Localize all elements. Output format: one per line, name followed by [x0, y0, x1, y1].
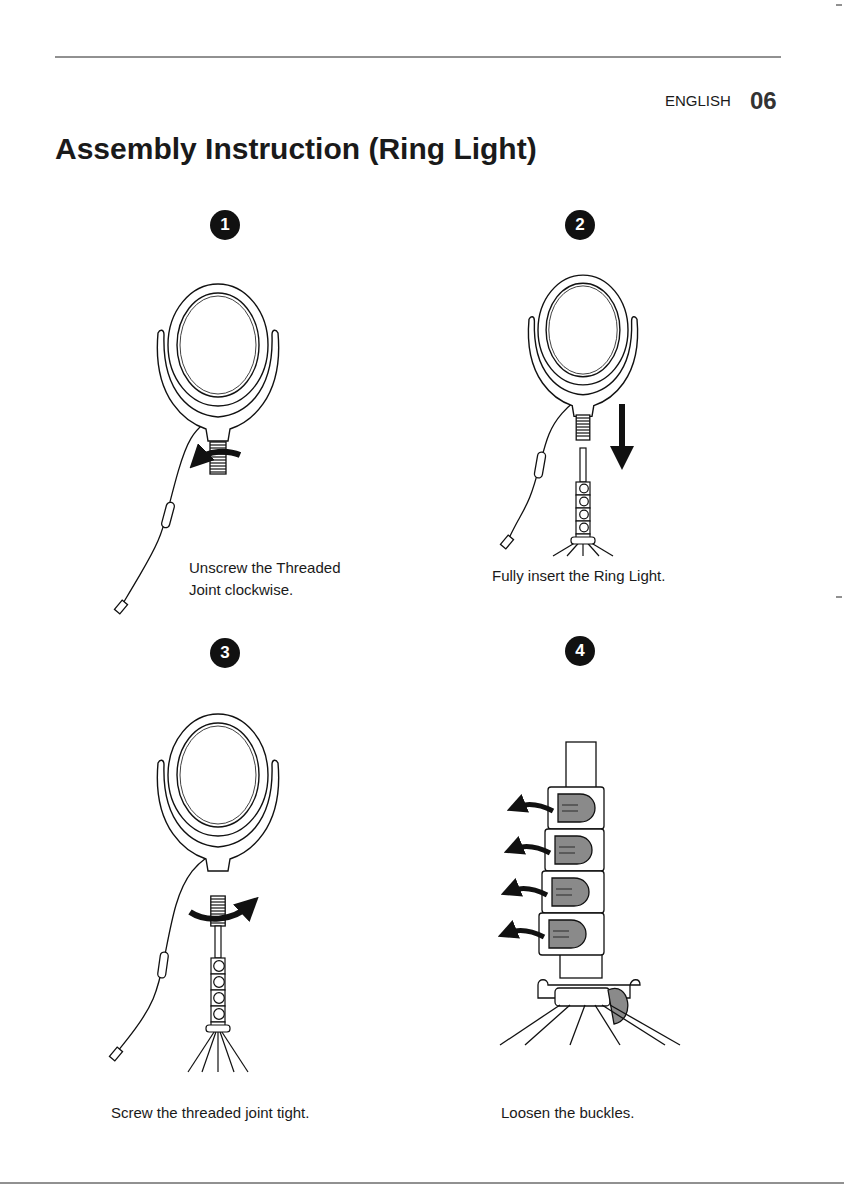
threaded-joint — [210, 442, 226, 474]
crop-mark — [836, 597, 842, 598]
ring-light — [157, 284, 278, 441]
footer-rule — [0, 1183, 844, 1184]
power-cable — [500, 400, 576, 549]
step-caption: Screw the threaded joint tight. — [111, 1102, 309, 1124]
motion-arrow — [619, 404, 625, 458]
step-caption: Fully insert the Ring Light. — [492, 565, 665, 587]
crop-mark — [836, 5, 842, 6]
motion-arrow — [513, 846, 550, 853]
page-title: Assembly Instruction (Ring Light) — [55, 132, 537, 166]
header-text: ENGLISH — [665, 90, 731, 112]
header-rule — [55, 57, 781, 58]
step-caption: Loosen the buckles. — [501, 1102, 634, 1124]
light-stand — [188, 926, 248, 1072]
step-number: 3 — [210, 638, 240, 668]
motion-arrow — [510, 888, 547, 895]
stand-closeup — [500, 742, 680, 1045]
step-caption: Unscrew the Threaded Joint clockwise. — [189, 557, 369, 601]
step-number: 2 — [565, 210, 595, 240]
step-number: 1 — [210, 210, 240, 240]
step-number-text: 1 — [220, 215, 229, 235]
threaded-joint — [576, 415, 590, 440]
step-number-text: 3 — [220, 643, 229, 663]
ring-light — [157, 714, 278, 871]
light-stand — [553, 448, 613, 556]
step-number-text: 2 — [575, 215, 584, 235]
ring-light — [528, 275, 637, 416]
motion-arrow — [507, 930, 544, 937]
power-cable — [109, 855, 210, 1061]
header-text: 06 — [750, 84, 777, 119]
step-number-text: 4 — [575, 641, 584, 661]
step-number: 4 — [565, 636, 595, 666]
motion-arrow — [190, 905, 250, 919]
motion-arrow — [516, 804, 553, 811]
ring-light-drawings — [109, 275, 680, 1072]
motion-arrow — [198, 452, 240, 460]
